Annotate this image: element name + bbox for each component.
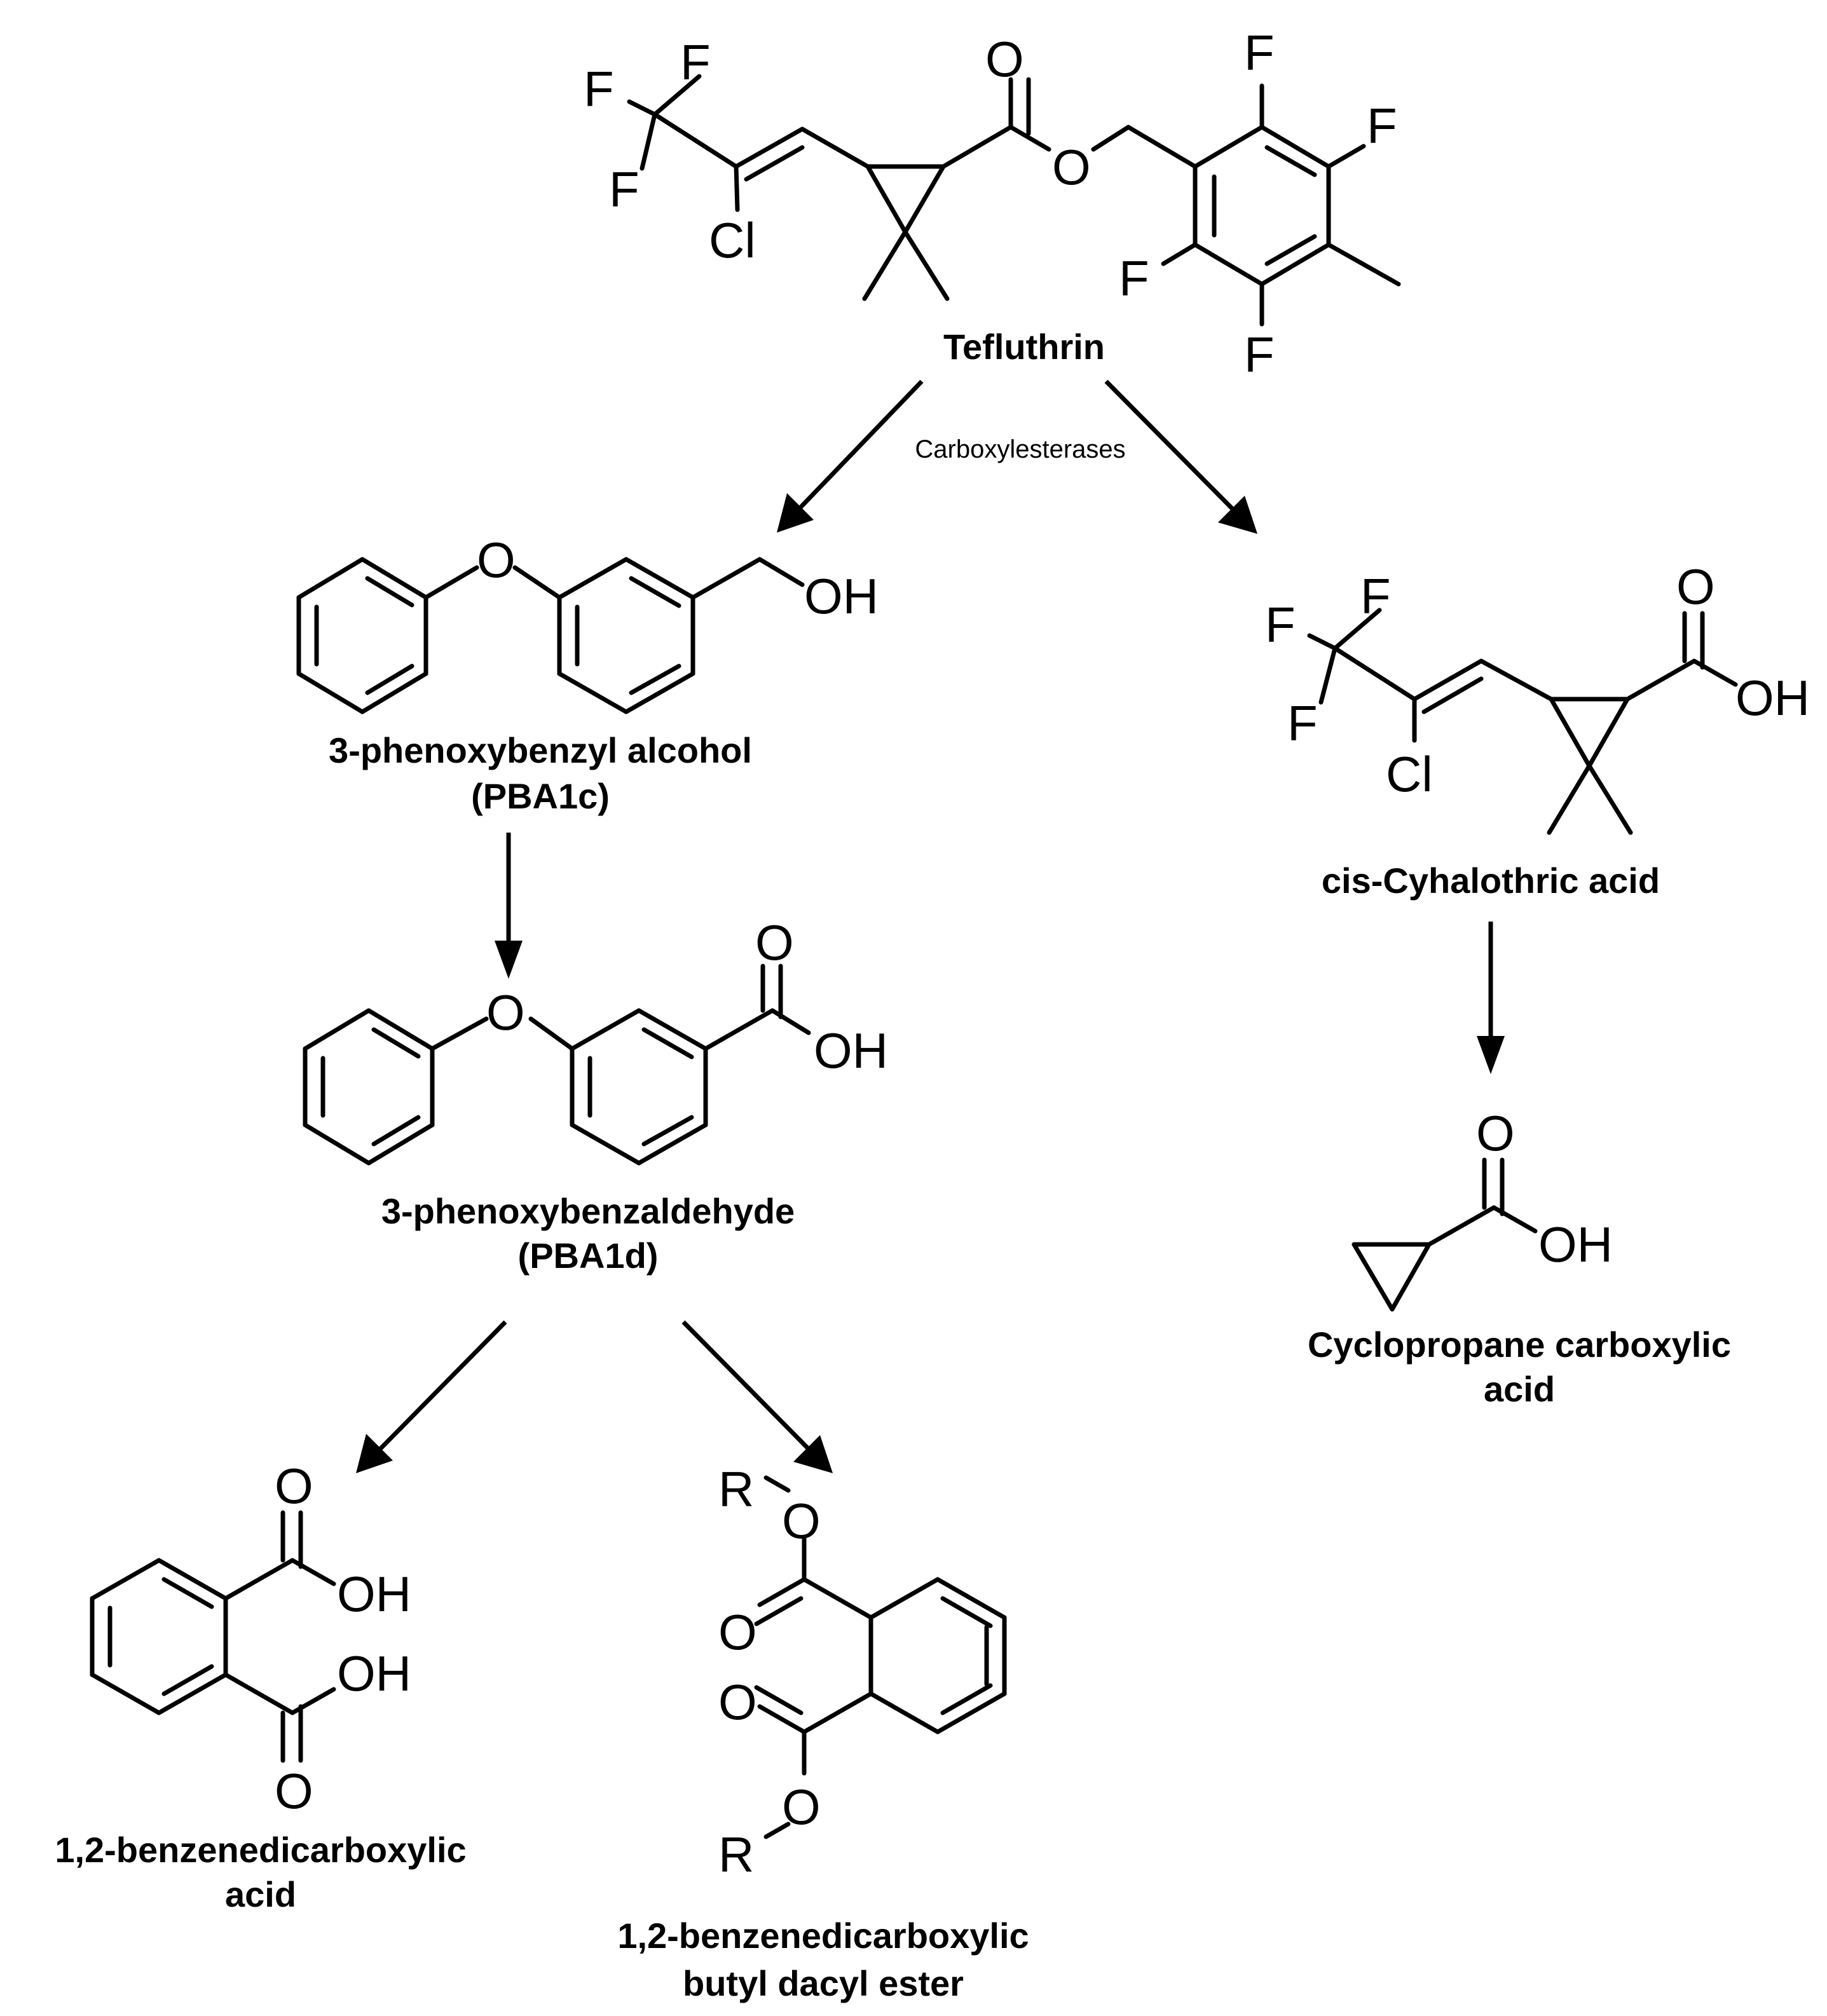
atom-F: F	[584, 61, 614, 117]
ester-label-line2: butyl dacyl ester	[683, 1963, 964, 2003]
arrow-to-pba1c	[777, 379, 924, 533]
arrow-to-cyhalothric	[1104, 379, 1257, 534]
pba1c-structure	[296, 557, 805, 714]
benzenedicarboxylic-label-line2: acid	[225, 1874, 296, 1914]
atom-O: O	[1676, 559, 1715, 615]
atom-Cl: Cl	[1386, 746, 1433, 802]
cyclopropane-structure	[1351, 1157, 1538, 1312]
benzenedicarboxylic-label-line1: 1,2-benzenedicarboxylic	[55, 1830, 466, 1870]
atom-F: F	[1244, 327, 1275, 383]
pba1c-code: (PBA1c)	[471, 776, 610, 816]
atom-OH: OH	[1538, 1216, 1613, 1272]
atom-O: O	[755, 915, 794, 971]
atom-F: F	[680, 34, 711, 90]
atom-O: O	[477, 532, 516, 588]
cyhalothric-label: cis-Cyhalothric acid	[1322, 861, 1660, 901]
atom-O: O	[1476, 1105, 1515, 1161]
atom-O: O	[782, 1779, 821, 1835]
atom-OH: OH	[337, 1566, 411, 1622]
cyclopropane-label-line1: Cyclopropane carboxylic	[1308, 1325, 1731, 1365]
atom-F: F	[1119, 250, 1149, 306]
atom-F: F	[1360, 568, 1391, 624]
enzyme-label: Carboxylesterases	[915, 435, 1125, 463]
cyclopropane-label-line2: acid	[1484, 1369, 1555, 1409]
pba1c-label: 3-phenoxybenzyl alcohol	[329, 730, 752, 770]
ester-structure	[754, 1475, 1007, 1839]
atom-O: O	[718, 1674, 757, 1730]
atom-F: F	[1367, 98, 1397, 154]
atom-O: O	[782, 1493, 821, 1549]
ester-label-line1: 1,2-benzenedicarboxylic	[617, 1916, 1029, 1956]
atom-F: F	[1287, 695, 1318, 751]
atom-O: O	[275, 1763, 313, 1819]
atom-O: O	[275, 1458, 313, 1514]
atom-OH: OH	[337, 1645, 411, 1701]
atom-OH: OH	[1735, 670, 1810, 726]
atom-O: O	[985, 31, 1024, 87]
arrow-to-cyclopropane	[1477, 922, 1505, 1074]
atom-R: R	[718, 1461, 754, 1517]
pba1d-structure	[303, 964, 811, 1166]
pba1d-code: (PBA1d)	[518, 1236, 659, 1276]
pba1d-label: 3-phenoxybenzaldehyde	[381, 1191, 795, 1231]
arrow-to-pba1d	[495, 833, 523, 979]
atom-F: F	[1265, 597, 1296, 653]
cyhalothric-structure	[1307, 608, 1738, 835]
atom-Cl: Cl	[709, 212, 756, 268]
arrow-to-benzenedicarboxylic	[356, 1320, 507, 1473]
atom-OH: OH	[814, 1023, 888, 1079]
tefluthrin-label: Tefluthrin	[943, 327, 1105, 367]
tefluthrin-structure	[627, 74, 1401, 327]
atom-O: O	[718, 1604, 757, 1660]
atom-OH: OH	[804, 568, 879, 624]
atom-F: F	[609, 161, 640, 217]
atom-F: F	[1244, 25, 1275, 81]
benzenedicarboxylic-structure	[90, 1510, 336, 1763]
atom-O: O	[486, 984, 525, 1040]
atom-R: R	[718, 1827, 754, 1883]
arrow-to-ester	[681, 1320, 833, 1473]
atom-O: O	[1052, 139, 1091, 195]
